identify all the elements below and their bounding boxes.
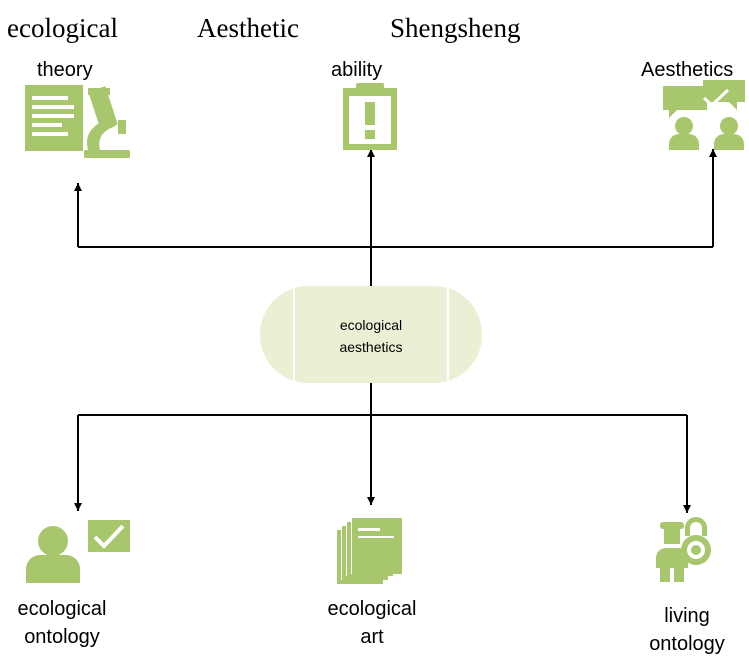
document-stack-icon xyxy=(337,518,402,584)
living-ontology-line-2: ontology xyxy=(649,633,725,655)
people-discussion-icon xyxy=(663,80,745,150)
center-node xyxy=(260,286,482,383)
ecological-ontology-line-1: ecological xyxy=(17,598,107,620)
aesthetics-label: Aesthetics xyxy=(641,59,734,81)
center-node-line-2: aesthetics xyxy=(339,339,403,355)
living-ontology-label: living ontology xyxy=(622,602,749,658)
person-checkmark-icon xyxy=(26,520,130,583)
living-ontology-line-1: living xyxy=(664,605,710,627)
theory-label: theory xyxy=(37,59,93,81)
ecological-art-label: ecological art xyxy=(292,595,452,651)
guard-lock-icon xyxy=(656,517,711,582)
ecological-ontology-line-2: ontology xyxy=(24,626,100,648)
lower-connectors xyxy=(74,383,691,513)
header-word-3: Shengsheng xyxy=(390,13,521,43)
center-node-line-1: ecological xyxy=(339,317,403,333)
ecological-art-line-2: art xyxy=(360,626,384,648)
upper-connectors xyxy=(74,149,717,286)
clipboard-exclamation-icon xyxy=(343,83,397,150)
center-node-label: ecological aesthetics xyxy=(294,314,448,358)
ecological-ontology-label: ecological ontology xyxy=(0,595,124,651)
scientist-document-icon xyxy=(25,85,130,158)
ecological-art-line-1: ecological xyxy=(327,598,417,620)
header-word-2: Aesthetic xyxy=(197,13,299,43)
ability-label: ability xyxy=(331,59,383,81)
header-word-1: ecological xyxy=(7,13,118,43)
